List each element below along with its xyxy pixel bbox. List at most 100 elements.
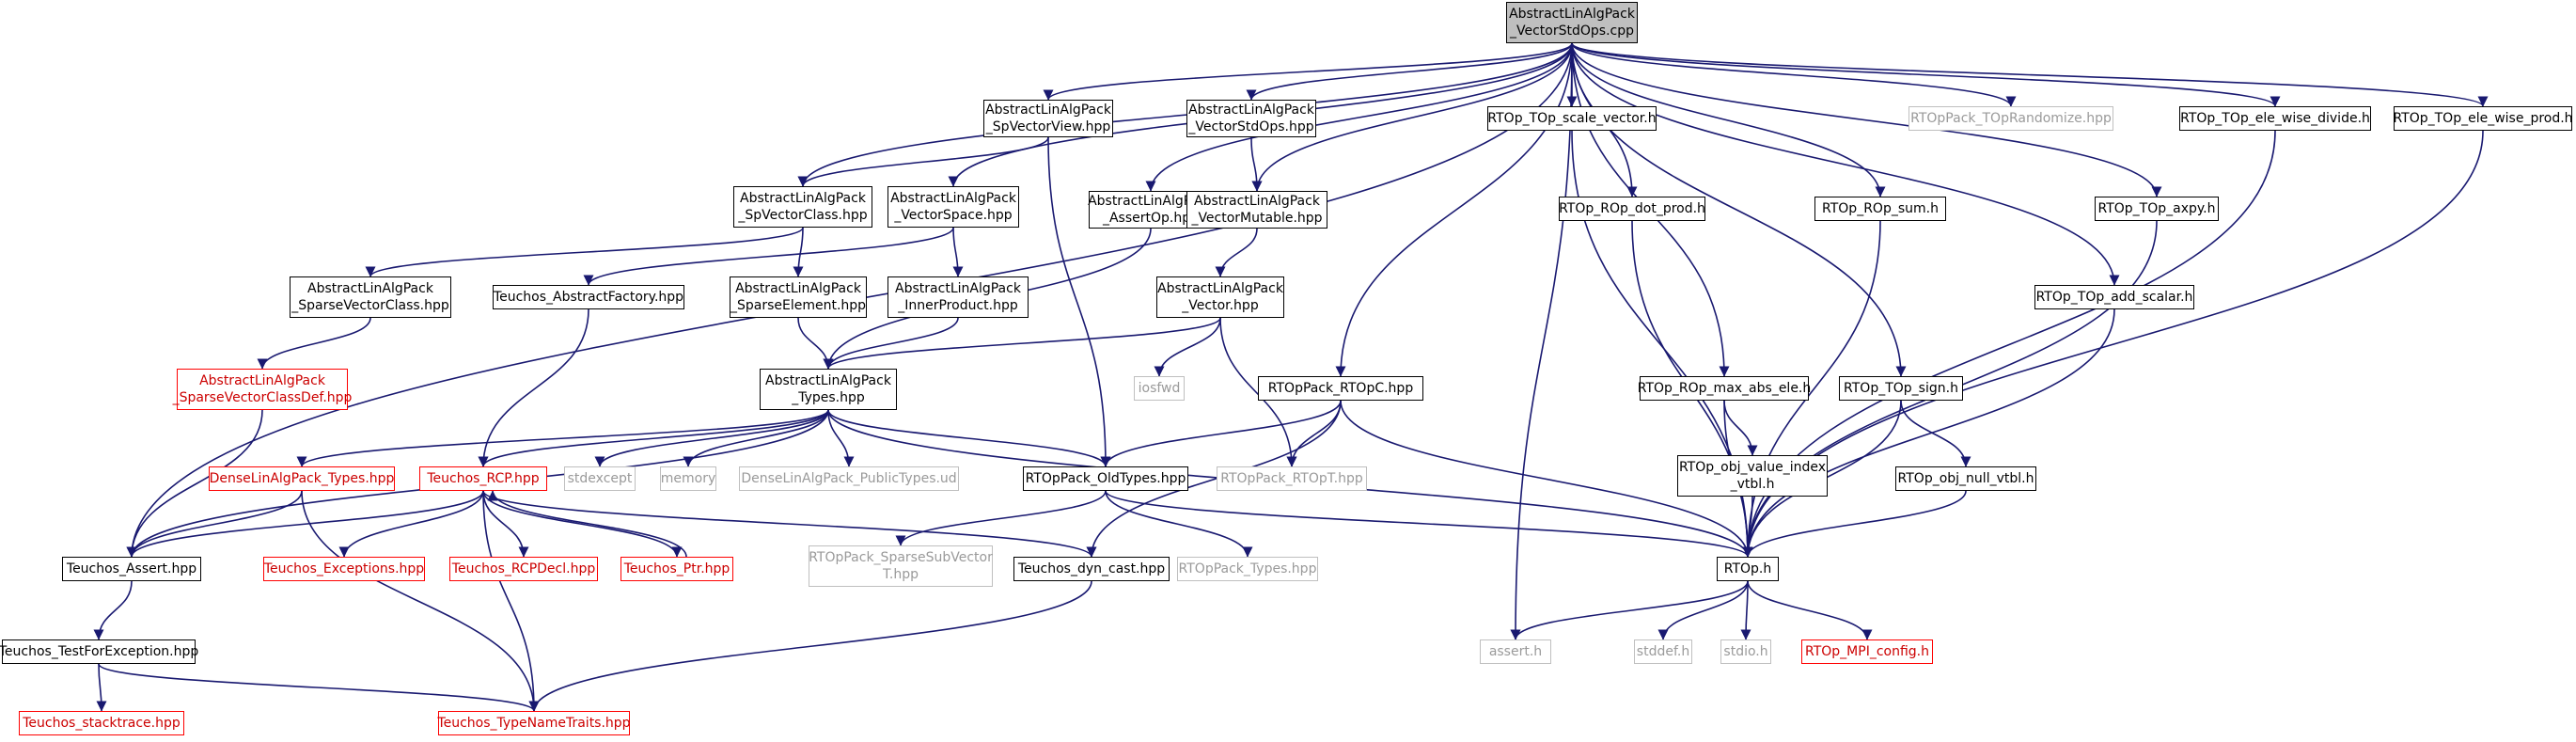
edge-rtop-h-to-stddef [1657, 580, 1749, 640]
node-teuchos-exceptions[interactable]: Teuchos_Exceptions.hpp [263, 557, 425, 581]
node-obj-value-index-vtbl[interactable]: RTOp_obj_value_index _vtbl.h [1677, 455, 1828, 497]
edge-oldtypes-to-rtop-h [1105, 490, 1753, 558]
node-obj-null-vtbl[interactable]: RTOp_obj_null_vtbl.h [1895, 466, 2036, 491]
edge-teuchos-rcp-to-teuchos-assert [126, 490, 484, 558]
edge-spvecclass-to-sparsevecclass [365, 227, 804, 277]
edge-denselin-types-to-typenametraits [301, 490, 540, 712]
node-types-hpp[interactable]: AbstractLinAlgPack _Types.hpp [760, 369, 897, 410]
node-rtoppack-types[interactable]: RTOpPack_Types.hpp [1177, 557, 1318, 581]
node-sparsevecclass[interactable]: AbstractLinAlgPack _SparseVectorClass.hp… [290, 276, 451, 318]
edge-dyn-cast-to-typenametraits [528, 580, 1092, 712]
node-rtop-h[interactable]: RTOp.h [1717, 557, 1779, 581]
node-testforexception[interactable]: Teuchos_TestForException.hpp [0, 639, 198, 664]
edge-obj-null-vtbl-to-rtop-h [1742, 490, 1967, 558]
edge-oldtypes-to-rtoppack-types [1105, 490, 1253, 558]
edge-rtopc-to-dyn-cast [1086, 400, 1342, 558]
node-abstractfactory[interactable]: Teuchos_AbstractFactory.hpp [493, 285, 684, 309]
edge-spvecclass-to-sparseelement [793, 227, 804, 277]
node-scale-vector[interactable]: RTOp_TOp_scale_vector.h [1487, 106, 1657, 131]
edge-innerproduct-to-types-hpp [823, 317, 959, 370]
edge-vecspace-to-abstractfactory [583, 227, 954, 286]
node-stacktrace[interactable]: Teuchos_stacktrace.hpp [19, 711, 184, 735]
edge-spvecview-to-oldtypes [1047, 136, 1111, 467]
edge-teuchos-assert-to-testforexception [93, 580, 133, 640]
node-top-sign[interactable]: RTOp_TOp_sign.h [1839, 376, 1963, 401]
node-rcpdecl[interactable]: Teuchos_RCPDecl.hpp [449, 557, 598, 581]
node-assert-h[interactable]: assert.h [1480, 639, 1551, 664]
node-vecmutable[interactable]: AbstractLinAlgPack _VectorMutable.hpp [1186, 191, 1327, 229]
edge-abstractfactory-to-teuchos-rcp [478, 308, 589, 467]
edge-teuchos-rcp-to-typenametraits [482, 490, 540, 712]
node-axpy[interactable]: RTOp_TOp_axpy.h [2095, 197, 2219, 221]
node-dyn-cast[interactable]: Teuchos_dyn_cast.hpp [1013, 557, 1170, 581]
node-innerproduct[interactable]: AbstractLinAlgPack _InnerProduct.hpp [887, 276, 1029, 318]
node-vecspace[interactable]: AbstractLinAlgPack _VectorSpace.hpp [887, 186, 1019, 228]
node-ele-wise-divide[interactable]: RTOp_TOp_ele_wise_divide.h [2179, 106, 2371, 131]
edge-root-to-axpy [1571, 42, 2162, 197]
node-spvecview[interactable]: AbstractLinAlgPack _SpVectorView.hpp [983, 100, 1113, 137]
node-teuchos-ptr[interactable]: Teuchos_Ptr.hpp [620, 557, 733, 581]
node-sparsevecclassdef[interactable]: AbstractLinAlgPack _SparseVectorClassDef… [173, 369, 352, 410]
node-ele-wise-prod[interactable]: RTOp_TOp_ele_wise_prod.h [2393, 106, 2573, 131]
edge-denselin-types-to-teuchos-assert [126, 490, 303, 558]
edge-root-to-assertop [1145, 42, 1573, 192]
edge-rtop-h-to-mpi-config [1747, 580, 1873, 640]
edge-types-hpp-to-teuchos-rcp [478, 409, 829, 467]
edge-teuchos-ptr-to-teuchos-rcp [487, 490, 687, 558]
node-dense-publictypes[interactable]: DenseLinAlgPack_PublicTypes.ud [739, 466, 959, 491]
edge-rtopc-to-oldtypes [1100, 400, 1342, 467]
edge-types-hpp-to-stdexcept [594, 409, 829, 467]
node-stdio[interactable]: stdio.h [1720, 639, 1771, 664]
edge-vector-hpp-to-iosfwd [1154, 317, 1221, 377]
edge-vector-hpp-to-rtopt [1219, 317, 1297, 467]
edge-vecspace-to-innerproduct [952, 227, 964, 277]
node-add-scalar[interactable]: RTOp_TOp_add_scalar.h [2034, 285, 2194, 309]
edge-root-to-spvecview [1043, 42, 1573, 101]
node-denselin-types[interactable]: DenseLinAlgPack_Types.hpp [209, 466, 395, 491]
node-rtopc[interactable]: RTOpPack_RTOpC.hpp [1258, 376, 1423, 401]
node-max-abs-ele[interactable]: RTOp_ROp_max_abs_ele.h [1638, 376, 1811, 401]
node-mpi-config[interactable]: RTOp_MPI_config.h [1801, 639, 1933, 664]
node-vector-hpp[interactable]: AbstractLinAlgPack _Vector.hpp [1156, 276, 1284, 318]
node-teuchos-rcp[interactable]: Teuchos_RCP.hpp [419, 466, 547, 491]
edge-root-to-ele-wise-prod [1571, 42, 2489, 107]
edge-root-to-rtopc [1335, 42, 1573, 377]
edge-testforexception-to-typenametraits [98, 663, 540, 712]
node-sparseelement[interactable]: AbstractLinAlgPack _SparseElement.hpp [730, 276, 867, 318]
edge-teuchos-rcp-to-teuchos-exceptions [338, 490, 484, 558]
node-iosfwd[interactable]: iosfwd [1134, 376, 1185, 401]
node-oldtypes[interactable]: RTOpPack_OldTypes.hpp [1023, 466, 1188, 491]
node-randomize[interactable]: RTOpPack_TOpRandomize.hpp [1908, 106, 2113, 131]
edge-root-to-vecmutable [1251, 42, 1573, 192]
node-typenametraits[interactable]: Teuchos_TypeNameTraits.hpp [437, 711, 631, 735]
edge-vecstdops-hpp-to-vecmutable [1250, 136, 1263, 192]
node-memory[interactable]: memory [660, 466, 716, 491]
edge-vector-hpp-to-types-hpp [823, 317, 1221, 370]
edge-root-to-top-sign [1571, 42, 1907, 377]
edge-root-to-ele-wise-divide [1571, 42, 2281, 107]
edge-types-hpp-to-oldtypes [827, 409, 1111, 467]
edge-root-to-vecstdops-hpp [1246, 42, 1573, 101]
node-stddef[interactable]: stddef.h [1634, 639, 1692, 664]
edge-root-to-add-scalar [1571, 42, 2120, 286]
edge-types-hpp-to-dense-publictypes [827, 409, 855, 467]
node-root[interactable]: AbstractLinAlgPack _VectorStdOps.cpp [1506, 2, 1638, 43]
node-teuchos-assert[interactable]: Teuchos_Assert.hpp [62, 557, 201, 581]
node-rop-sum[interactable]: RTOp_ROp_sum.h [1814, 197, 1946, 221]
edge-oldtypes-to-sparsesubvector [895, 490, 1107, 546]
edge-add-scalar-to-rtop-h [1742, 308, 2115, 558]
node-stdexcept[interactable]: stdexcept [564, 466, 636, 491]
edge-spvecview-to-spvecclass [797, 136, 1049, 187]
edge-root-to-randomize [1571, 42, 2017, 107]
node-rtopt[interactable]: RTOpPack_RTOpT.hpp [1217, 466, 1367, 491]
node-sparsesubvector[interactable]: RTOpPack_SparseSubVector T.hpp [809, 545, 993, 587]
node-spvecclass[interactable]: AbstractLinAlgPack _SpVectorClass.hpp [733, 186, 872, 228]
edge-sparsevecclassdef-to-teuchos-assert [126, 409, 263, 558]
edge-types-hpp-to-denselin-types [296, 409, 829, 467]
edge-testforexception-to-stacktrace [96, 663, 107, 712]
edge-rtop-h-to-assert-h [1510, 580, 1749, 640]
node-dot-prod[interactable]: RTOp_ROp_dot_prod.h [1559, 197, 1705, 221]
edge-teuchos-rcp-to-teuchos-ptr [482, 490, 683, 558]
node-vecstdops-hpp[interactable]: AbstractLinAlgPack _VectorStdOps.hpp [1186, 100, 1316, 137]
